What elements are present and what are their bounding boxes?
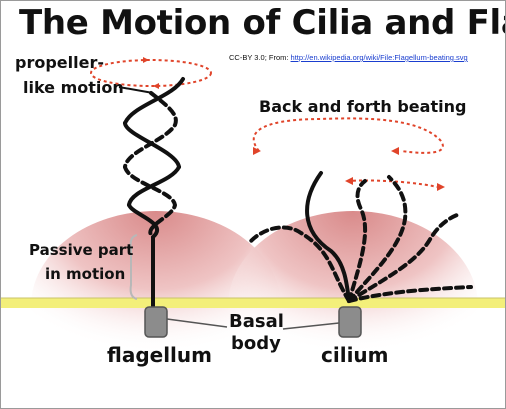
beating-arrow-lower (346, 179, 438, 188)
propeller-label-line2: like motion (23, 78, 124, 97)
basal-body-label-line2: body (231, 333, 281, 354)
propeller-pointer (118, 86, 154, 94)
flagellum-helix-back (123, 91, 178, 239)
cilium-label: cilium (321, 343, 389, 367)
credit-link[interactable]: http://en.wikipedia.org/wiki/File:Flagel… (290, 53, 468, 62)
flagellum-basal-body (144, 306, 168, 338)
cell-membrane (1, 298, 505, 308)
diagram-title: The Motion of Cilia and Flagella (19, 3, 505, 43)
propeller-motion-arrow (90, 59, 212, 87)
passive-part-bracket (129, 234, 138, 300)
cilium-basal-body (338, 306, 362, 338)
basal-body-label-line1: Basal (229, 311, 284, 332)
cilium-strand-positions (249, 175, 473, 303)
attribution-credit: CC-BY 3.0; From: http://en.wikipedia.org… (229, 53, 468, 62)
flagellum-label: flagellum (107, 343, 212, 367)
passive-part-label-line1: Passive part (29, 241, 134, 259)
basal-pointer-left (166, 318, 228, 328)
passive-part-label-line2: in motion (45, 265, 126, 283)
cilium-strand (305, 171, 351, 303)
back-and-forth-label: Back and forth beating (259, 97, 467, 116)
beating-arrow-upper (252, 117, 444, 154)
propeller-label-line1: propeller- (15, 53, 104, 72)
basal-pointer-right (282, 322, 340, 330)
credit-prefix: CC-BY 3.0; From: (229, 53, 291, 62)
